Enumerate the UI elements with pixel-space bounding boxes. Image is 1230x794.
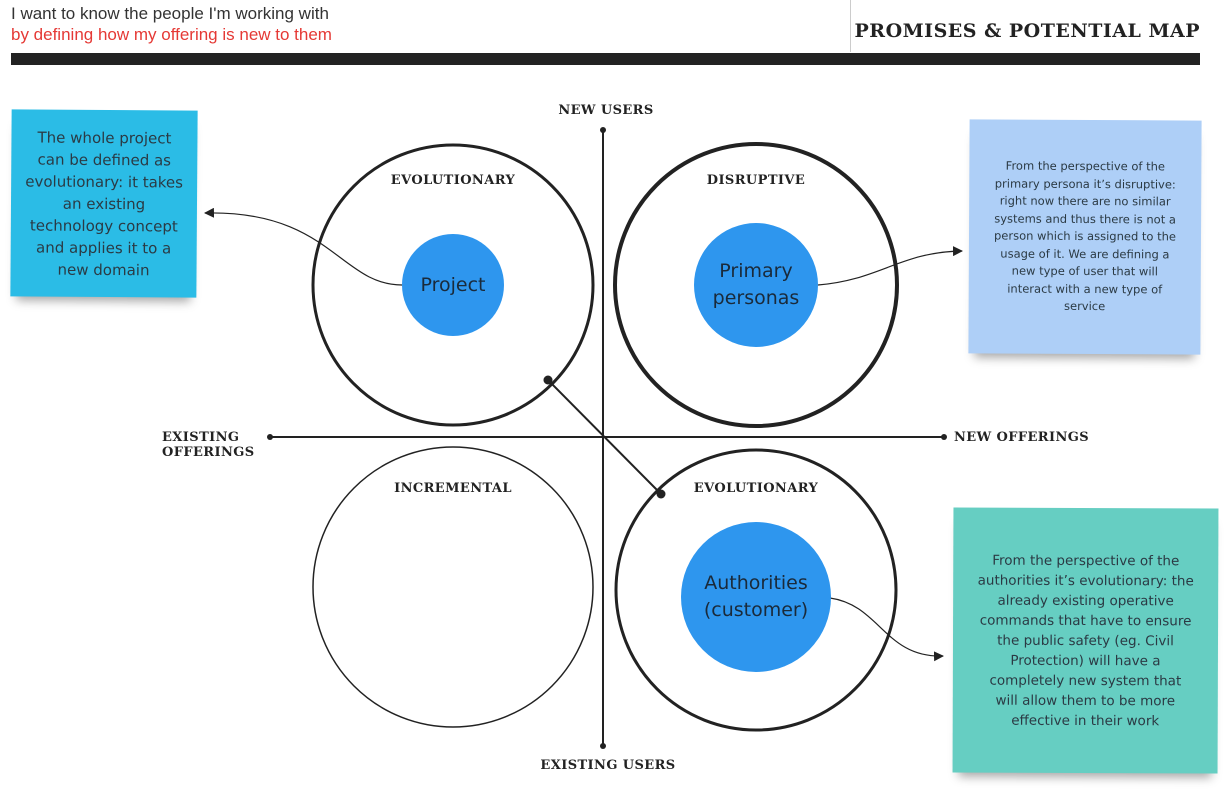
arrow-primary-to-note	[817, 246, 963, 286]
bubble-project	[402, 234, 504, 336]
quadrant-label-top-left: EVOLUTIONARY	[391, 173, 516, 188]
sticky-note-primary-personas-text: From the perspective of the primary pers…	[993, 158, 1177, 314]
horizontal-axis-left-dot	[267, 434, 273, 440]
vertical-axis-top-dot	[600, 127, 606, 133]
bubble-primary-personas-label-line2: personas	[713, 287, 800, 309]
sticky-note-primary-personas[interactable]: From the perspective of the primary pers…	[968, 119, 1202, 355]
axis-label-existing-offerings-line2: OFFERINGS	[162, 445, 255, 460]
sticky-note-authorities-text: From the perspective of the authorities …	[977, 552, 1194, 729]
header-subtitle-line1: I want to know the people I'm working wi…	[11, 4, 329, 23]
quadrant-label-bottom-right: EVOLUTIONARY	[694, 481, 819, 496]
axis-label-new-users: NEW USERS	[558, 103, 653, 118]
page-title: PROMISES & POTENTIAL MAP	[854, 20, 1200, 42]
bubble-authorities-label-line1: Authorities	[704, 572, 808, 594]
header-divider	[850, 0, 851, 52]
sticky-note-authorities[interactable]: From the perspective of the authorities …	[952, 507, 1219, 774]
quadrant-circle-bottom-left	[312, 446, 594, 728]
horizontal-axis-right-dot	[941, 434, 947, 440]
evolutionary-connector	[547, 379, 662, 495]
bubble-primary-personas-label-line1: Primary	[719, 260, 792, 282]
evolutionary-connector-end-dot	[656, 489, 666, 499]
quadrant-label-bottom-left: INCREMENTAL	[394, 481, 512, 496]
arrow-project-to-note	[204, 207, 403, 286]
axis-label-new-offerings: NEW OFFERINGS	[954, 430, 1089, 445]
header-subtitle-line2: by defining how my offering is new to th…	[11, 25, 332, 44]
bubble-authorities	[681, 522, 831, 672]
quadrant-label-top-right: DISRUPTIVE	[707, 173, 805, 188]
sticky-note-project[interactable]: The whole project can be defined as evol…	[10, 109, 198, 298]
bubble-authorities-label-line2: (customer)	[704, 599, 808, 621]
header-bar	[11, 53, 1200, 65]
evolutionary-connector-start-dot	[543, 375, 553, 385]
axis-label-existing-users: EXISTING USERS	[540, 758, 675, 773]
arrow-authorities-to-note	[829, 597, 944, 662]
axis-label-existing-offerings-line1: EXISTING	[162, 430, 239, 445]
bubble-primary-personas	[694, 223, 818, 347]
vertical-axis-bottom-dot	[600, 743, 606, 749]
sticky-note-project-text: The whole project can be defined as evol…	[25, 128, 184, 279]
bubble-project-label: Project	[420, 274, 485, 296]
